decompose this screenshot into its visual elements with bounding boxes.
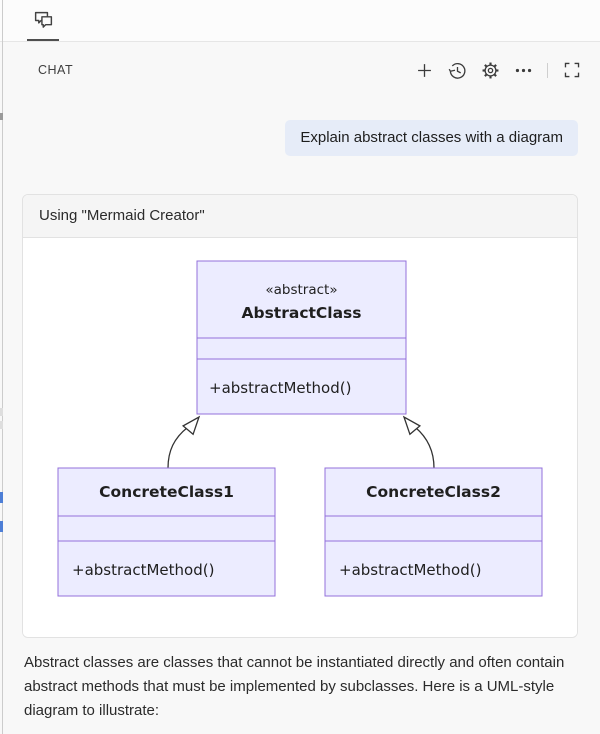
tab-chat[interactable] bbox=[26, 0, 60, 41]
class-name: ConcreteClass2 bbox=[366, 483, 501, 501]
gear-icon bbox=[482, 62, 498, 78]
hollow-triangle-arrowhead bbox=[402, 415, 422, 436]
more-actions-button[interactable] bbox=[512, 59, 534, 81]
ellipsis-icon bbox=[515, 68, 531, 72]
uml-class-abstractclass: «abstract» AbstractClass +abstractMethod… bbox=[196, 260, 407, 415]
uml-class-concreteclass2: ConcreteClass2 +abstractMethod() bbox=[324, 467, 543, 597]
assistant-message-text: Abstract classes are classes that cannot… bbox=[24, 654, 565, 719]
inheritance-edge-concreteclass1 bbox=[167, 415, 201, 469]
editor-decoration-mark bbox=[0, 408, 3, 416]
toolbar-separator bbox=[547, 62, 548, 78]
editor-decoration-mark-blue bbox=[0, 521, 3, 532]
new-chat-button[interactable] bbox=[413, 59, 435, 81]
mermaid-diagram: «abstract» AbstractClass +abstractMethod… bbox=[57, 260, 543, 597]
plus-icon bbox=[417, 63, 431, 77]
user-message-row: Explain abstract classes with a diagram bbox=[0, 98, 600, 156]
class-method: +abstractMethod() bbox=[209, 379, 351, 397]
editor-decoration-mark bbox=[0, 113, 3, 120]
uml-class-concreteclass1: ConcreteClass1 +abstractMethod() bbox=[57, 467, 276, 597]
editor-decoration-mark bbox=[0, 421, 3, 429]
class-name: ConcreteClass1 bbox=[99, 483, 234, 501]
history-icon bbox=[448, 62, 465, 79]
class-box bbox=[324, 467, 543, 597]
panel-toolbar bbox=[413, 59, 583, 81]
comment-discussion-icon bbox=[34, 11, 52, 28]
expand-icon bbox=[564, 62, 580, 78]
panel-title: CHAT bbox=[38, 63, 74, 77]
settings-button[interactable] bbox=[479, 59, 501, 81]
class-name: AbstractClass bbox=[241, 304, 361, 322]
chat-history-button[interactable] bbox=[446, 59, 468, 81]
panel-header: CHAT bbox=[0, 42, 600, 98]
panel-tabstrip bbox=[0, 0, 600, 42]
user-message-bubble: Explain abstract classes with a diagram bbox=[285, 120, 578, 156]
class-method: +abstractMethod() bbox=[72, 561, 214, 579]
class-method: +abstractMethod() bbox=[339, 561, 481, 579]
class-box bbox=[57, 467, 276, 597]
hollow-triangle-arrowhead bbox=[181, 415, 201, 436]
class-stereotype: «abstract» bbox=[265, 282, 337, 298]
editor-decoration-mark-blue bbox=[0, 492, 3, 503]
tool-usage-card: Using "Mermaid Creator" «abstract» bbox=[22, 194, 578, 638]
active-tab-indicator bbox=[27, 39, 59, 41]
tool-usage-header[interactable]: Using "Mermaid Creator" bbox=[23, 195, 577, 238]
panel-left-border bbox=[2, 0, 3, 734]
tool-usage-body: «abstract» AbstractClass +abstractMethod… bbox=[23, 238, 577, 637]
inheritance-edge-concreteclass2 bbox=[402, 415, 435, 469]
maximize-panel-button[interactable] bbox=[561, 59, 583, 81]
